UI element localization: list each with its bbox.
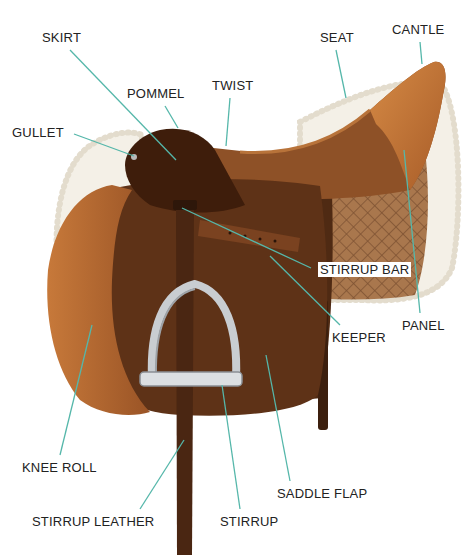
leader-line	[60, 325, 92, 455]
seat-highlight	[240, 110, 370, 153]
part-label: PANEL	[400, 318, 447, 333]
part-label: POMMEL	[125, 86, 187, 101]
leader-line	[70, 50, 176, 160]
stirrup-iron-shade	[156, 289, 195, 376]
leader-line	[74, 134, 134, 156]
part-label: SADDLE FLAP	[275, 486, 369, 501]
part-label: SKIRT	[40, 30, 83, 45]
cantle	[370, 62, 446, 190]
leader-line	[336, 50, 346, 98]
leader-line	[266, 355, 290, 481]
keeper-strap	[198, 220, 300, 252]
leader-line	[226, 98, 230, 146]
strap-hole	[259, 238, 262, 241]
stirrup-iron	[152, 284, 236, 378]
part-label: TWIST	[210, 78, 255, 93]
leader-line	[404, 150, 420, 313]
leader-line	[222, 385, 240, 509]
leader-line	[420, 42, 422, 64]
part-label: KEEPER	[330, 330, 388, 345]
strap-hole	[274, 240, 277, 243]
part-label: STIRRUP	[218, 514, 280, 529]
leader-line	[140, 440, 184, 509]
part-label: CANTLE	[390, 22, 447, 37]
stirrup-bar-buckle	[173, 200, 197, 210]
leader-line	[165, 106, 178, 128]
part-label: KNEE ROLL	[20, 460, 99, 475]
knee-roll	[47, 185, 150, 415]
part-label: STIRRUP LEATHER	[30, 514, 156, 529]
leader-line	[182, 208, 311, 268]
saddle-flap	[100, 179, 327, 416]
part-label: STIRRUP BAR	[318, 262, 411, 277]
part-label: SEAT	[318, 30, 356, 45]
strap-hole	[229, 232, 232, 235]
stirrup-tread	[140, 372, 242, 386]
part-label: GULLET	[10, 125, 66, 140]
